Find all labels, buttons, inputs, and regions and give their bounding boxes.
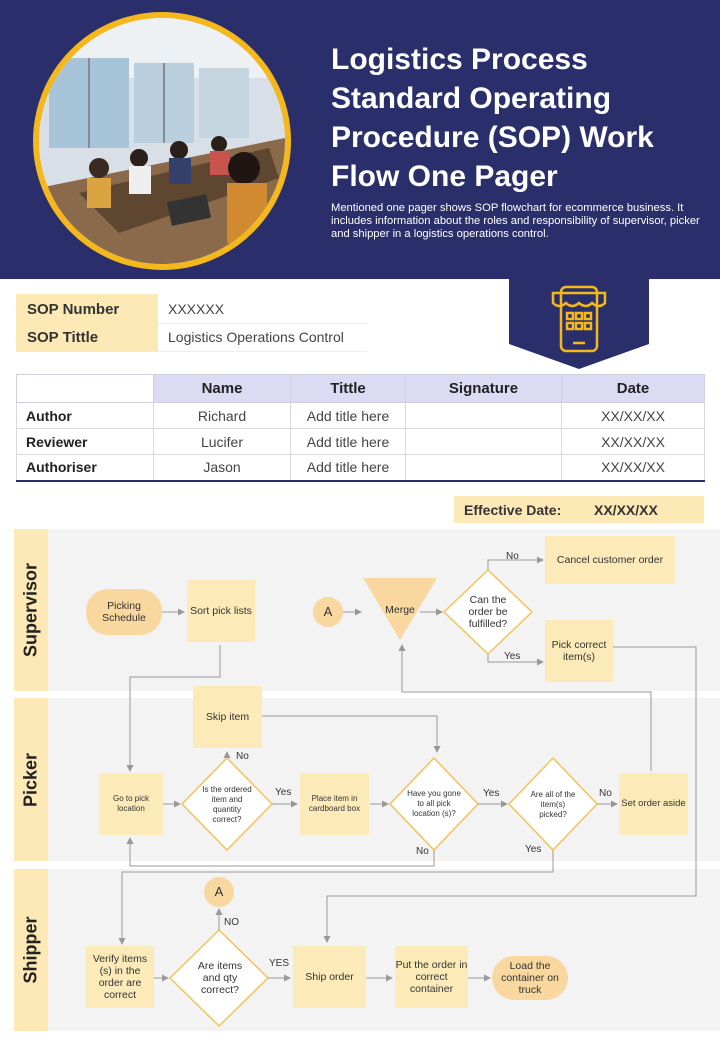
lane-label-picker: Picker — [14, 698, 48, 861]
node-go-to-pick-location: Go to pick location — [99, 773, 163, 835]
connector-a-label: A — [323, 604, 333, 619]
meeting-photo — [33, 12, 291, 270]
table-row: Author Richard Add title here XX/XX/XX — [16, 402, 705, 429]
row-role: Author — [16, 402, 154, 429]
sop-title-row: SOP Tittle Logistics Operations Control — [16, 322, 367, 352]
row-signature — [405, 402, 562, 429]
effective-date-box: Effective Date: XX/XX/XX — [454, 496, 704, 523]
row-signature — [405, 454, 562, 482]
label-no-items-qty: NO — [224, 917, 239, 928]
table-header-blank — [16, 374, 154, 403]
label-yes-all-picked: Yes — [525, 844, 542, 855]
row-date: XX/XX/XX — [561, 454, 705, 482]
row-title: Add title here — [290, 402, 406, 429]
node-merge: Merge — [385, 604, 415, 616]
node-place-item: Place item in cardboard box — [300, 773, 369, 835]
label-yes-all-locations: Yes — [483, 788, 500, 799]
sop-number-row: SOP Number XXXXXX — [16, 294, 367, 324]
node-can-order-fulfilled: Can the order be fulfilled? — [468, 594, 508, 630]
row-name: Richard — [153, 402, 291, 429]
effective-date-value: XX/XX/XX — [594, 502, 658, 518]
approval-table: Name Tittle Signature Date Author Richar… — [16, 374, 705, 482]
connector-a-bottom-label: A — [214, 884, 224, 899]
node-load-container: Load the container on truck — [492, 956, 568, 1000]
node-put-order-in-container: Put the order in correct container — [395, 946, 468, 1008]
row-title: Add title here — [290, 428, 406, 455]
sop-number-value: XXXXXX — [158, 294, 367, 324]
effective-date-label: Effective Date: — [464, 502, 562, 518]
label-no-ordered-item: No — [236, 751, 249, 762]
node-picking-schedule: Picking Schedule — [86, 589, 162, 635]
node-verify-items: Verify items (s) in the order are correc… — [86, 946, 154, 1008]
row-date: XX/XX/XX — [561, 402, 705, 429]
node-have-you-gone: Have you gone to all pick location (s)? — [407, 789, 461, 818]
node-ship-order: Ship order — [293, 946, 366, 1008]
table-header-row: Name Tittle Signature Date — [16, 374, 705, 403]
row-title: Add title here — [290, 454, 406, 482]
table-row: Authoriser Jason Add title here XX/XX/XX — [16, 454, 705, 482]
row-date: XX/XX/XX — [561, 428, 705, 455]
sop-number-label: SOP Number — [16, 294, 158, 324]
row-role: Authoriser — [16, 454, 154, 482]
label-yes-items-qty: YES — [269, 958, 290, 969]
row-name: Jason — [153, 454, 291, 482]
header-banner: Logistics Process Standard Operating Pro… — [0, 0, 720, 279]
row-signature — [405, 428, 562, 455]
node-are-items-qty-correct: Are items and qty correct? — [197, 960, 243, 996]
node-is-ordered-item-correct: Is the ordered item and quantity correct… — [202, 785, 252, 824]
node-sort-pick-lists: Sort pick lists — [187, 580, 255, 642]
table-header-name: Name — [153, 374, 291, 403]
table-header-date: Date — [561, 374, 705, 403]
badge-pentagon — [509, 279, 649, 369]
node-are-all-items-picked: Are all of the item(s) picked? — [530, 790, 576, 819]
lane-label-shipper: Shipper — [14, 869, 48, 1031]
row-name: Lucifer — [153, 428, 291, 455]
label-yes-fulfilled: Yes — [504, 651, 521, 662]
meeting-room-illustration — [39, 18, 285, 264]
table-row: Reviewer Lucifer Add title here XX/XX/XX — [16, 428, 705, 455]
lane-label-supervisor: Supervisor — [14, 529, 48, 691]
table-header-title: Tittle — [290, 374, 406, 403]
label-no-all-picked: No — [599, 788, 612, 799]
table-header-signature: Signature — [405, 374, 562, 403]
node-set-order-aside: Set order aside — [619, 773, 688, 835]
sop-title-value: Logistics Operations Control — [158, 322, 367, 352]
label-yes-ordered-item: Yes — [275, 787, 292, 798]
node-cancel-customer-order: Cancel customer order — [545, 536, 675, 584]
page-subtitle: Mentioned one pager shows SOP flowchart … — [331, 202, 700, 240]
mobile-store-icon — [551, 285, 607, 353]
row-role: Reviewer — [16, 428, 154, 455]
label-no-all-locations: No — [416, 846, 429, 857]
label-no-fulfilled: No — [506, 551, 519, 562]
sop-title-label: SOP Tittle — [16, 322, 158, 352]
node-pick-correct-items: Pick correct item(s) — [545, 620, 613, 682]
node-skip-item: Skip item — [193, 686, 262, 748]
page-title: Logistics Process Standard Operating Pro… — [331, 43, 654, 193]
